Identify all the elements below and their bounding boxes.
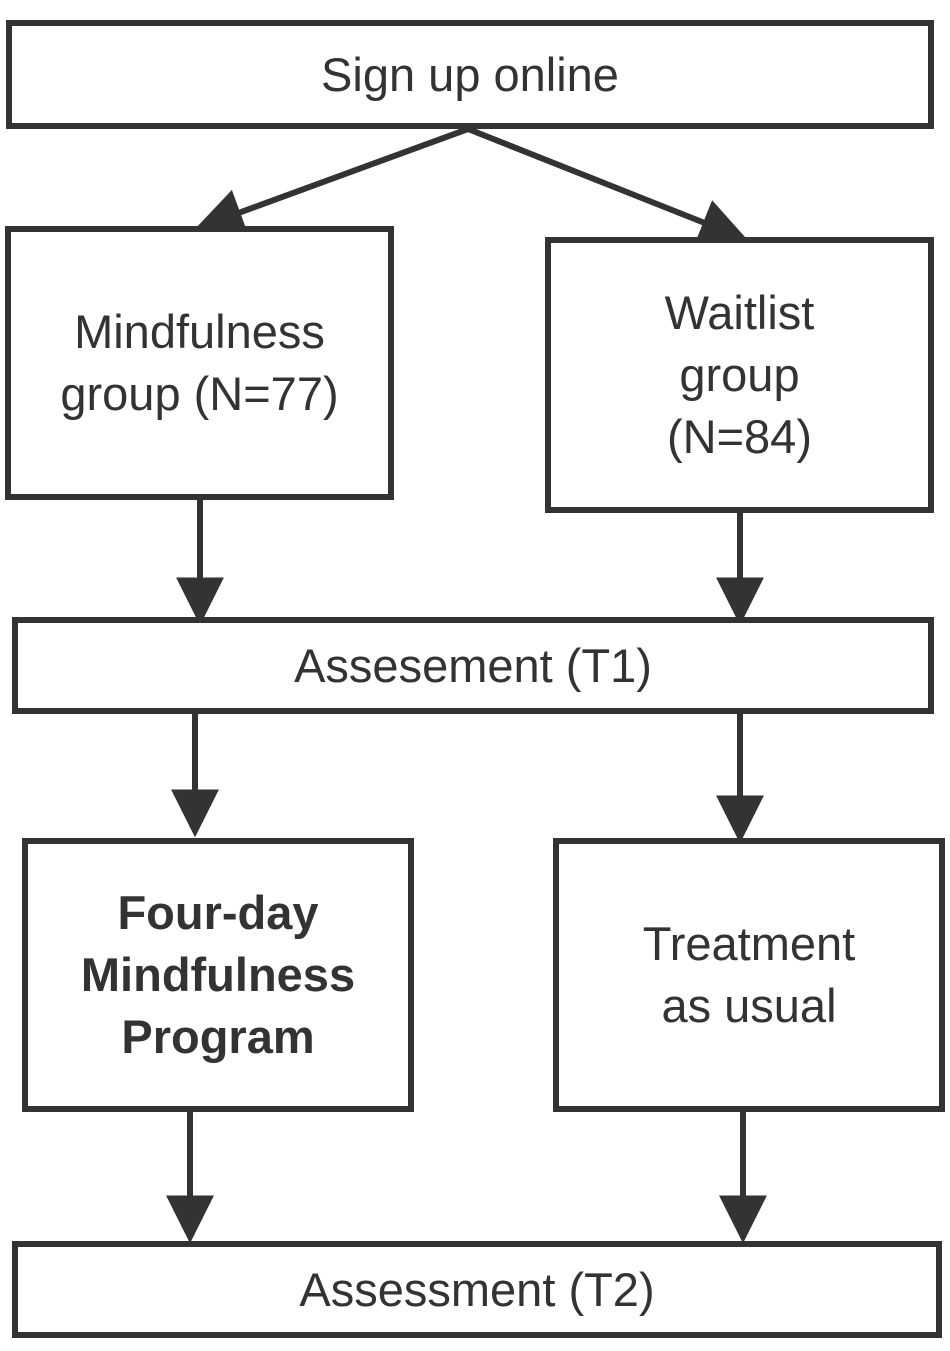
waitlist-group-label: Waitlist group (N=84): [664, 286, 815, 463]
assessment-t2-box: Assessment (T2): [12, 1241, 942, 1338]
mindfulness-group-label: Mindfulness group (N=77): [60, 305, 339, 420]
arrow-signup-to-mindfulness: [195, 126, 470, 235]
assessment-t1-label: Assesement (T1): [294, 638, 652, 692]
treatment-as-usual-label: Treatment as usual: [642, 917, 856, 1032]
treatment-as-usual-box: Treatment as usual: [553, 838, 945, 1112]
sign-up-online-box: Sign up online: [6, 20, 934, 129]
arrow-signup-to-waitlist: [466, 126, 748, 245]
sign-up-online-label: Sign up online: [321, 47, 619, 101]
assessment-t1-box: Assesement (T1): [12, 617, 934, 714]
assessment-t2-label: Assessment (T2): [299, 1262, 655, 1316]
mindfulness-group-box: Mindfulness group (N=77): [5, 226, 394, 500]
four-day-program-label: Four-day Mindfulness Program: [80, 886, 356, 1063]
four-day-program-box: Four-day Mindfulness Program: [22, 838, 414, 1112]
waitlist-group-box: Waitlist group (N=84): [545, 237, 934, 513]
